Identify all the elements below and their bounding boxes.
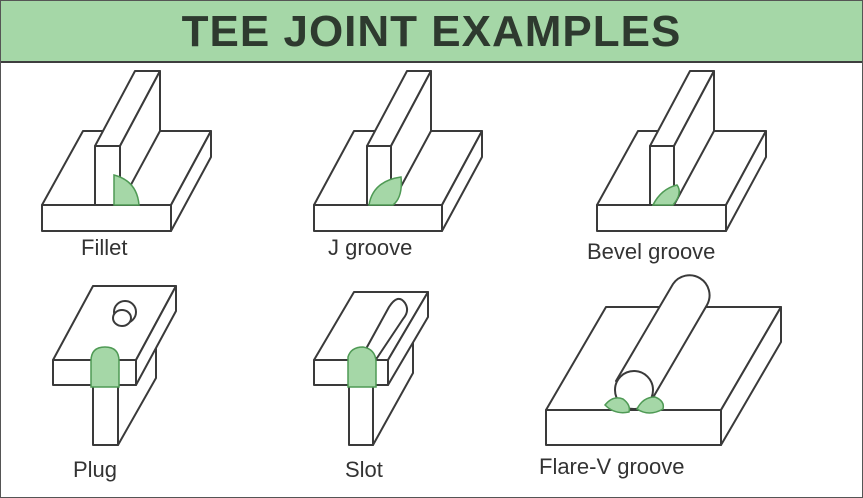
caption-plug: Plug (73, 457, 118, 482)
flare-v-weld-left (603, 397, 631, 414)
slot-weld (347, 346, 377, 388)
slot-joint-drawing (313, 291, 429, 446)
caption-slot: Slot (345, 457, 383, 482)
j-groove-joint-drawing (313, 70, 483, 232)
bevel-groove-joint-drawing (596, 70, 767, 232)
j-groove-weld (368, 176, 403, 206)
title-banner: TEE JOINT EXAMPLES (1, 1, 862, 63)
fillet-joint-drawing (41, 70, 212, 232)
flare-v-weld-right (636, 396, 665, 414)
plug-joint-drawing (52, 285, 177, 446)
flare-v-groove-joint-drawing (545, 274, 782, 446)
caption-bevel-groove: Bevel groove (587, 239, 716, 264)
caption-flare-v-groove: Flare-V groove (539, 454, 685, 479)
bevel-groove-weld (651, 184, 680, 206)
plug-weld (90, 346, 120, 388)
caption-fillet: Fillet (81, 235, 128, 260)
page-title: TEE JOINT EXAMPLES (181, 7, 682, 56)
caption-j-groove: J groove (328, 235, 413, 260)
fillet-weld (113, 174, 140, 206)
